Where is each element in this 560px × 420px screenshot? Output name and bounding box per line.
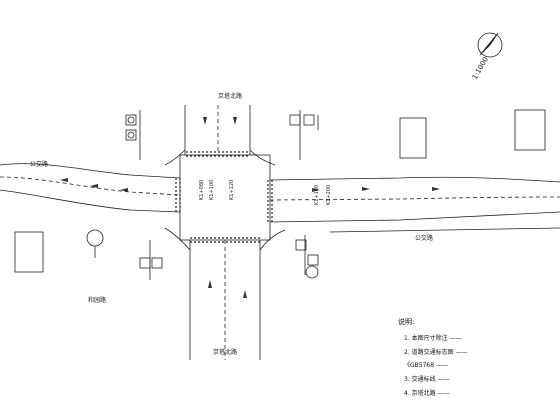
crosswalks (175, 151, 273, 243)
signal-pole-icon (125, 110, 141, 160)
station-label: K1+100 (209, 180, 215, 200)
lane-arrow (362, 187, 370, 191)
note-item: 4. 京塔北路 —— (404, 389, 450, 397)
east-road-side-path (329, 227, 560, 233)
crosswalk-west (175, 178, 181, 212)
east-road-north-edge (269, 176, 560, 183)
lane-arrow (312, 188, 320, 192)
traffic-sign-icon (514, 109, 546, 151)
west-road-label: 公交路 (30, 160, 48, 168)
north-road-label: 京塔北路 (218, 92, 242, 100)
note-item: 《GB5768 —— (404, 362, 448, 369)
curb-nw (164, 149, 186, 166)
lane-arrow (432, 187, 440, 191)
signal-pole-icon (139, 240, 163, 280)
lane-arrow (233, 117, 237, 125)
scale-label: 1:1000 (471, 56, 490, 81)
station-label: K1+180 (314, 185, 320, 205)
west-road-south-edge (0, 189, 181, 213)
note-item: 3. 交通标线 —— (404, 375, 450, 383)
traffic-sign-icon (399, 117, 427, 159)
south-road-label: 京塔北路 (213, 348, 237, 356)
station-label: K1+200 (326, 185, 332, 205)
west-road-centerline (0, 176, 181, 196)
curb-sw (164, 227, 191, 251)
curb-ne (249, 149, 276, 166)
west-road-north-edge (0, 163, 181, 179)
notes-title: 说明: (398, 317, 414, 326)
traffic-sign-icon (86, 229, 104, 258)
lane-arrow (203, 117, 207, 125)
station-label: K1+080 (199, 180, 205, 200)
lane-arrow (243, 290, 247, 298)
southwest-area-label: 和园路 (88, 296, 106, 304)
curb-se (259, 229, 286, 251)
crosswalk-north (186, 151, 249, 157)
lane-arrows (60, 117, 440, 298)
lane-arrow (120, 188, 128, 192)
signal-pole-icon (289, 110, 319, 160)
station-label: K1+120 (229, 180, 235, 200)
note-item: 1. 本图尺寸除注 —— (404, 334, 462, 342)
north-arrow-icon (477, 32, 503, 58)
lane-arrow (60, 178, 68, 182)
notes-block: 说明: 1. 本图尺寸除注 —— 2. 道路交通标志图 —— 《GB5768 —… (398, 317, 468, 397)
lane-arrow (208, 280, 212, 288)
intersection-box (179, 154, 271, 241)
east-road-centerline (269, 196, 560, 201)
traffic-sign-icon (14, 231, 44, 273)
east-road-south-edge (269, 211, 560, 223)
signal-pole-icon (295, 235, 319, 279)
lane-arrow (90, 184, 98, 188)
east-road-label: 公交路 (415, 234, 433, 242)
note-item: 2. 道路交通标志图 —— (404, 348, 468, 356)
crosswalk-east (267, 180, 273, 222)
